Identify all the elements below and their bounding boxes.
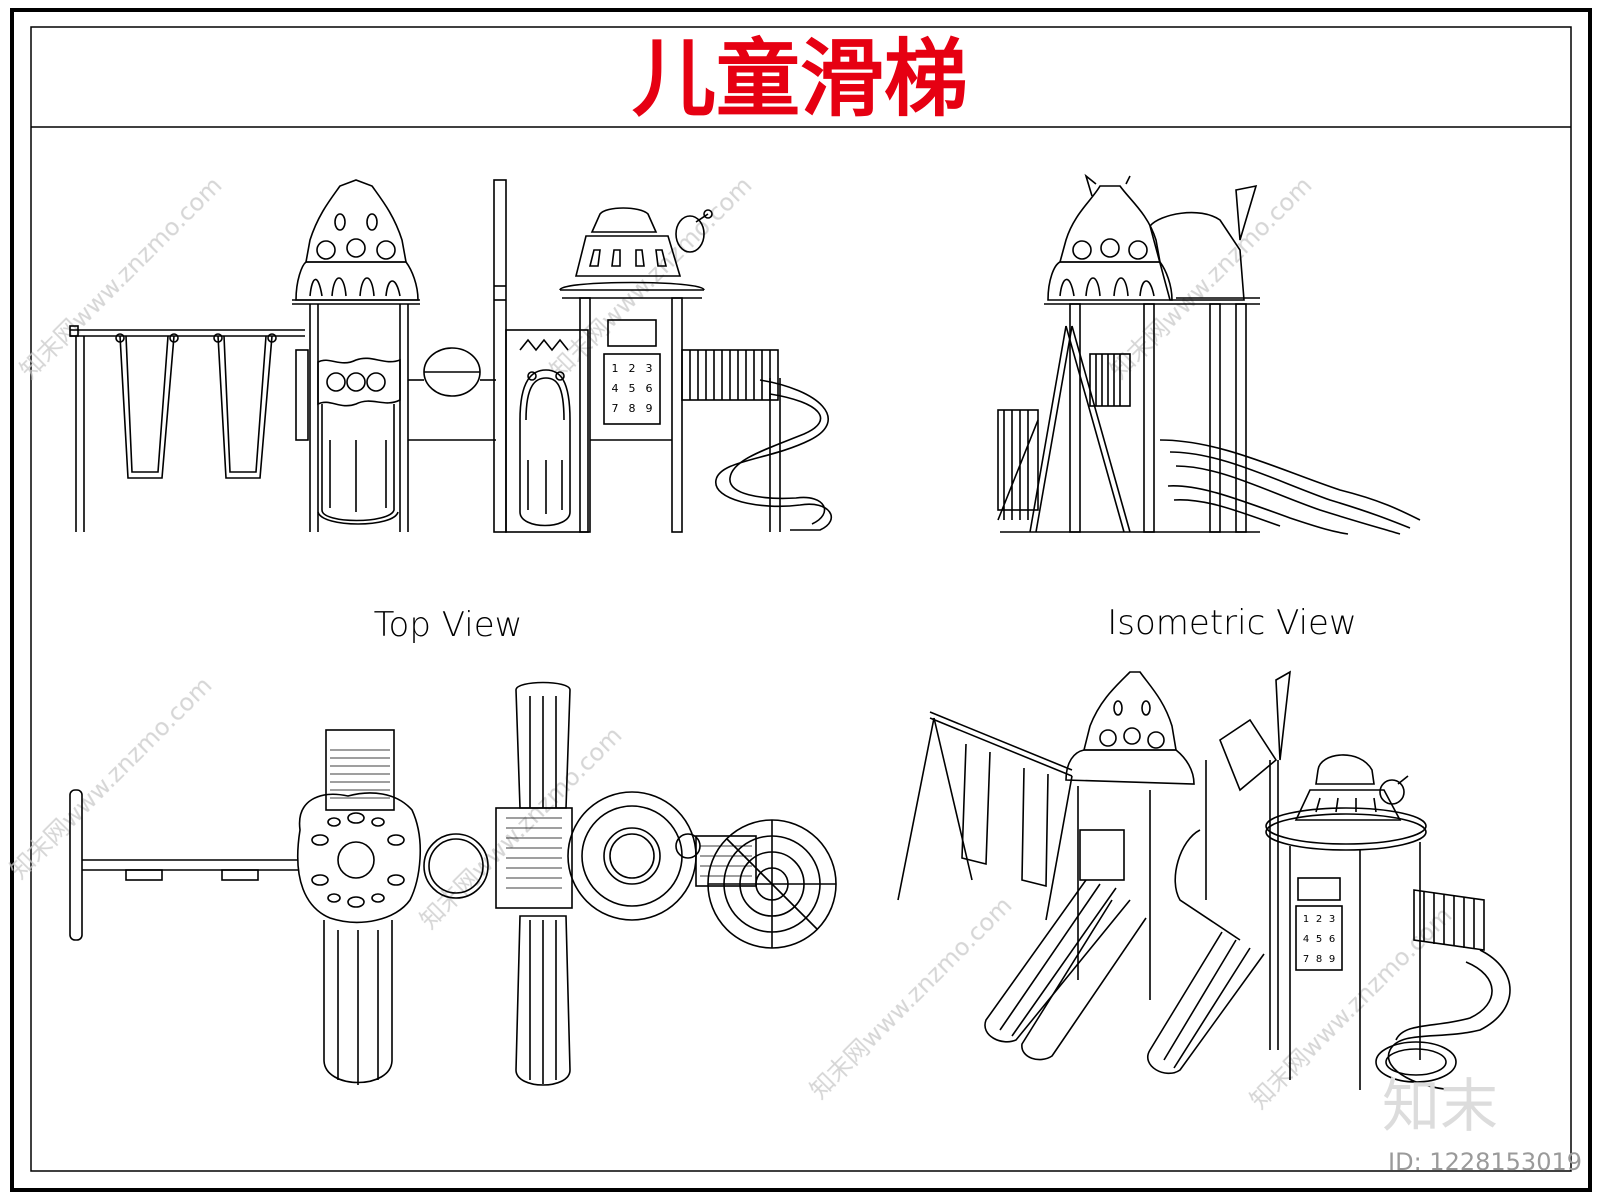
number-panel-iso: 1 2 3 4 5 6 7 8 9 [1303,914,1335,965]
inner-frame [30,26,1572,1172]
svg-text:7: 7 [1303,954,1309,965]
watermark-text: 知末网www.znzmo.com [1104,171,1317,384]
top-view-label: Top View [374,605,523,645]
svg-text:8: 8 [629,402,636,415]
watermark-text: 知末网www.znzmo.com [4,671,217,884]
svg-text:2: 2 [629,362,636,375]
svg-text:5: 5 [629,382,636,395]
svg-text:9: 9 [1329,954,1335,965]
side-elevation [997,173,1421,535]
watermark-text: 知末网www.znzmo.com [544,171,757,384]
svg-text:2: 2 [1316,914,1322,925]
isometric-view-label: Isometric View [1107,603,1357,643]
svg-text:6: 6 [1329,934,1335,945]
svg-text:1: 1 [1303,914,1309,925]
svg-text:3: 3 [1329,914,1335,925]
svg-text:5: 5 [1316,934,1322,945]
svg-text:8: 8 [1316,954,1322,965]
svg-text:1: 1 [612,362,619,375]
drawing-title: 儿童滑梯 [632,29,968,128]
svg-text:6: 6 [646,382,653,395]
front-elevation: 1 2 3 4 5 6 7 8 9 [69,179,833,533]
top-view-plan [69,681,837,1086]
outer-frame [10,8,1592,1192]
svg-text:4: 4 [612,382,619,395]
svg-text:3: 3 [646,362,653,375]
watermark-logo: 知末 [1382,1072,1498,1140]
svg-text:9: 9 [646,402,653,415]
number-panel-front: 1 2 3 4 5 6 7 8 9 [612,362,653,415]
svg-text:4: 4 [1303,934,1309,945]
watermark-id: ID: 1228153019 [1388,1148,1582,1176]
watermark-text: 知末网www.znzmo.com [804,891,1017,1104]
svg-text:7: 7 [612,402,619,415]
isometric-view-drawing: 1 2 3 4 5 6 7 8 9 [897,670,1511,1091]
